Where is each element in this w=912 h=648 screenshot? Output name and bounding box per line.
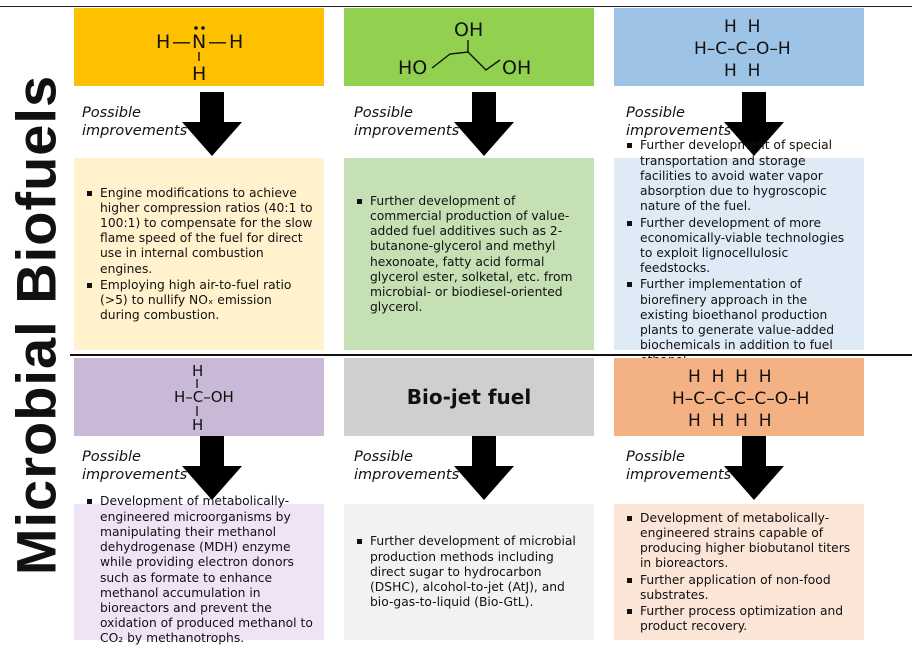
label-line2: improvements (354, 467, 460, 483)
butanol-improvements-panel: Development of metabolically-engineered … (614, 504, 864, 640)
ammonia-h-bottom: H (192, 63, 206, 85)
row-divider (70, 354, 912, 356)
ethanol-arrow-icon (722, 92, 786, 158)
bullet-item: Further development of microbial product… (357, 534, 584, 610)
ammonia-improvements-label: Possible improvements (82, 104, 187, 140)
glycerol-improvements-panel: Further development of commercial produc… (344, 158, 594, 350)
bullet-item: Further development of special transport… (627, 138, 854, 214)
ethanol-row-top: H H (724, 17, 760, 37)
butanol-row-mid: H–C–C–C–C–O–H (672, 389, 809, 409)
label-line1: Possible (82, 105, 141, 121)
glycerol-oh-right: OH (502, 57, 531, 79)
top-border (0, 6, 912, 7)
ammonia-header: H — N — H H (74, 8, 324, 86)
bullet-item: Engine modifications to achieve higher c… (87, 185, 313, 276)
glycerol-header: OH HO OH (344, 8, 594, 86)
methanol-improvements-label: Possible improvements (82, 448, 187, 484)
side-title: Microbial Biofuels (4, 74, 68, 576)
biojet-arrow-icon (452, 436, 516, 502)
ammonia-n: N (192, 31, 206, 53)
label-line1: Possible (354, 105, 413, 121)
label-line2: improvements (626, 467, 732, 483)
bullet-item: Further development of commercial produc… (357, 194, 584, 316)
methanol-bullet-list: Development of metabolically-engineered … (84, 494, 314, 647)
biojet-improvements-label: Possible improvements (354, 448, 459, 484)
label-line2: improvements (354, 123, 460, 139)
ammonia-h-left: H (156, 31, 170, 53)
ethanol-structure: H H H–C–C–O–H H H (694, 17, 791, 81)
ethanol-improvements-panel: Further development of special transport… (614, 138, 864, 367)
butanol-header: H H H H H–C–C–C–C–O–H H H H H (614, 358, 864, 436)
methanol-h-bottom: H (192, 416, 203, 434)
ammonia-lone-pair-dot (194, 26, 198, 30)
ethanol-header: H H H–C–C–O–H H H (614, 8, 864, 86)
glycerol-arrow-icon (452, 92, 516, 158)
ammonia-bond-right: — (208, 31, 227, 53)
bullet-item: Further implementation of biorefinery ap… (627, 277, 854, 368)
ethanol-row-mid: H–C–C–O–H (694, 39, 791, 59)
biojet-header-text: Bio-jet fuel (406, 385, 532, 409)
butanol-improvements-label: Possible improvements (626, 448, 731, 484)
butanol-arrow-icon (722, 436, 786, 502)
glycerol-oh-top: OH (454, 19, 483, 41)
methanol-improvements-panel: Development of metabolically-engineered … (74, 494, 324, 645)
ethanol-bullet-list: Further development of special transport… (624, 138, 854, 369)
glycerol-ho-left: HO (398, 57, 427, 79)
label-line1: Possible (82, 449, 141, 465)
butanol-structure: H H H H H–C–C–C–C–O–H H H H H (672, 367, 809, 431)
bullet-item: Employing high air-to-fuel ratio (>5) to… (87, 278, 314, 324)
methanol-h-top: H (192, 362, 203, 380)
methanol-structure: H H–C–OH H (174, 362, 234, 434)
ammonia-improvements-panel: Engine modifications to achieve higher c… (74, 158, 324, 350)
glycerol-bullet-list: Further development of commercial produc… (354, 194, 584, 317)
biojet-bullet-list: Further development of microbial product… (354, 534, 584, 611)
ammonia-bullet-list: Engine modifications to achieve higher c… (84, 186, 314, 325)
butanol-row-bottom: H H H H (688, 411, 772, 431)
butanol-row-top: H H H H (688, 367, 772, 387)
ammonia-lone-pair-dot (201, 26, 205, 30)
glycerol-improvements-label: Possible improvements (354, 104, 459, 140)
butanol-bullet-list: Development of metabolically-engineered … (624, 511, 854, 636)
methanol-arrow-icon (180, 436, 244, 502)
methanol-header: H H–C–OH H (74, 358, 324, 436)
ammonia-h-right: H (229, 31, 243, 53)
biojet-header: Bio-jet fuel (344, 358, 594, 436)
glycerol-chain (431, 51, 501, 71)
label-line2: improvements (82, 123, 188, 139)
label-line2: improvements (82, 467, 188, 483)
bullet-item: Further development of more economically… (627, 216, 854, 277)
methanol-row-mid: H–C–OH (174, 388, 234, 406)
label-line1: Possible (354, 449, 413, 465)
bullet-item: Further application of non-food substrat… (627, 573, 854, 603)
ammonia-structure: H — N — H H (156, 26, 243, 85)
bullet-item: Further process optimization and product… (627, 604, 854, 634)
bullet-item: Development of metabolically-engineered … (87, 494, 313, 646)
ammonia-bond-left: — (172, 31, 191, 53)
ethanol-improvements-label: Possible improvements (626, 104, 731, 140)
label-line1: Possible (626, 449, 685, 465)
bullet-item: Development of metabolically-engineered … (627, 511, 854, 572)
ethanol-row-bottom: H H (724, 61, 760, 81)
label-line2: improvements (626, 123, 732, 139)
biojet-improvements-panel: Further development of microbial product… (344, 504, 594, 640)
label-line1: Possible (626, 105, 685, 121)
glycerol-structure: OH HO OH (398, 19, 531, 79)
ammonia-arrow-icon (180, 92, 244, 158)
